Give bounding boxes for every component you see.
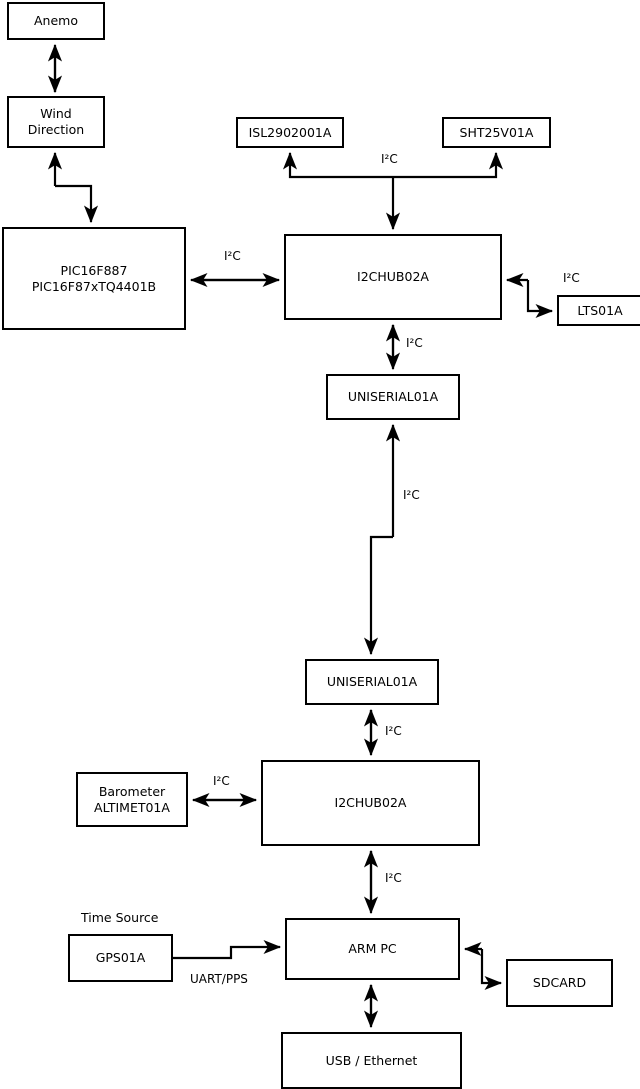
- node-uniserial01a-lower-label: UNISERIAL01A: [326, 674, 418, 690]
- node-lts01a[interactable]: LTS01A: [557, 295, 640, 326]
- edge-label-i2c-uniserial-link: I²C: [403, 488, 420, 502]
- edge-label-i2c-hub-lts: I²C: [563, 271, 580, 285]
- node-i2chub02a-bottom[interactable]: I2CHUB02A: [261, 760, 480, 846]
- node-i2chub02a-top-label: I2CHUB02A: [357, 269, 429, 285]
- node-lts01a-label: LTS01A: [577, 302, 623, 318]
- node-isl2902001a[interactable]: ISL2902001A: [236, 117, 344, 148]
- node-uniserial01a-upper-label: UNISERIAL01A: [347, 389, 439, 405]
- edge-hub-bus-sht: [393, 151, 504, 179]
- node-barometer-altimet01a-label: Barometer ALTIMET01A: [94, 783, 170, 815]
- edge-hub-lts-out: [526, 280, 554, 319]
- node-anemo-label: Anemo: [34, 13, 78, 29]
- node-usb-ethernet[interactable]: USB / Ethernet: [281, 1032, 462, 1089]
- edge-label-i2c-barometer-hub: I²C: [213, 774, 230, 788]
- edge-hub-bus-isl: [282, 151, 393, 179]
- node-arm-pc-label: ARM PC: [348, 941, 397, 957]
- node-gps01a[interactable]: GPS01A: [68, 934, 173, 982]
- node-uniserial01a-upper[interactable]: UNISERIAL01A: [326, 374, 460, 420]
- node-wind-direction[interactable]: Wind Direction: [7, 96, 105, 148]
- node-wind-direction-label: Wind Direction: [27, 106, 85, 137]
- edge-label-uart-pps: UART/PPS: [190, 972, 248, 986]
- edge-label-i2c-hub-armpc: I²C: [385, 871, 402, 885]
- node-gps01a-label: GPS01A: [95, 950, 146, 966]
- edge-gps-armpc: [173, 939, 282, 960]
- node-pic-mcu[interactable]: PIC16F887 PIC16F87xTQ4401B: [2, 227, 186, 330]
- node-usb-ethernet-label: USB / Ethernet: [325, 1052, 418, 1068]
- edge-label-i2c-isl-sht: I²C: [381, 152, 398, 166]
- node-barometer-altimet01a[interactable]: Barometer ALTIMET01A: [76, 772, 188, 827]
- node-i2chub02a-bottom-label: I2CHUB02A: [334, 795, 407, 811]
- edge-pic-wind-bus: [55, 184, 99, 224]
- node-uniserial01a-lower[interactable]: UNISERIAL01A: [305, 659, 439, 705]
- edge-label-i2c-pic-hub: I²C: [224, 249, 241, 263]
- node-arm-pc[interactable]: ARM PC: [285, 918, 460, 980]
- edge-uni2-uni1-down: [363, 535, 393, 656]
- node-isl2902001a-label: ISL2902001A: [248, 124, 332, 140]
- node-sht25v01a[interactable]: SHT25V01A: [442, 117, 551, 148]
- node-sdcard[interactable]: SDCARD: [506, 959, 613, 1007]
- edge-label-i2c-hub-uniserial-upper: I²C: [406, 336, 423, 350]
- label-time-source: Time Source: [81, 910, 159, 925]
- node-anemo[interactable]: Anemo: [7, 2, 105, 40]
- node-i2chub02a-top[interactable]: I2CHUB02A: [284, 234, 502, 320]
- node-sdcard-label: SDCARD: [532, 975, 587, 991]
- edge-armpc-sdcard-out: [480, 949, 503, 991]
- node-sht25v01a-label: SHT25V01A: [459, 124, 534, 140]
- edge-label-i2c-uniserial-lower-hub: I²C: [385, 724, 402, 738]
- node-pic-mcu-label: PIC16F887 PIC16F87xTQ4401B: [31, 262, 157, 294]
